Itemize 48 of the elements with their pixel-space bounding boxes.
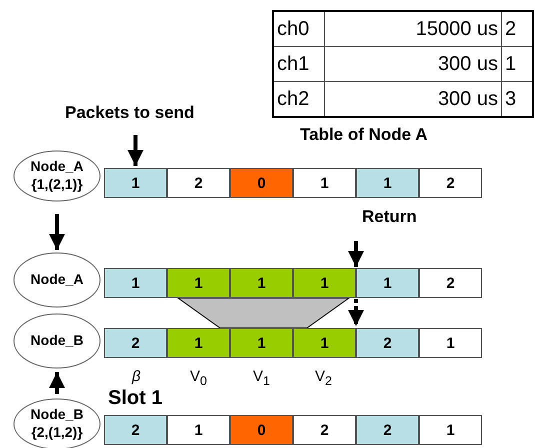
slot-cell: 2 xyxy=(356,328,419,358)
annotation-text: Return xyxy=(362,207,442,231)
slot-cell: 1 xyxy=(230,268,293,298)
symbol-label: V$_{2}$ xyxy=(315,368,332,388)
slot-cell: 1 xyxy=(293,168,356,198)
arrow xyxy=(128,135,144,166)
symbol-label: V$_{0}$ xyxy=(190,368,207,388)
table-cell: 300 us xyxy=(324,46,502,82)
arrow xyxy=(348,241,364,267)
arrow xyxy=(49,214,65,250)
node-name: Node_A xyxy=(30,158,84,174)
slot-cell: 0 xyxy=(230,415,293,445)
slot-cell: 1 xyxy=(167,415,230,445)
slot-cell: 1 xyxy=(167,328,230,358)
node-name: Node_B xyxy=(30,406,84,422)
slot-cell: 1 xyxy=(230,328,293,358)
slot-cell: 2 xyxy=(356,415,419,445)
arrow xyxy=(49,372,65,394)
slot-label: Slot 1 xyxy=(108,387,162,410)
slot-cell: 1 xyxy=(104,168,167,198)
slot-cell: 1 xyxy=(293,328,356,358)
slot-cell: 2 xyxy=(419,268,482,298)
slot-cell: 2 xyxy=(104,415,167,445)
table-caption: Table of Node A xyxy=(300,125,428,145)
table-cell: ch0 xyxy=(273,11,324,46)
slot-cell: 2 xyxy=(293,415,356,445)
slot-cell: 1 xyxy=(419,328,482,358)
slot-cell: 1 xyxy=(104,268,167,298)
slot-cell: 1 xyxy=(356,268,419,298)
slot-cell: 2 xyxy=(419,168,482,198)
node-schedule: {1,(2,1)} xyxy=(30,176,84,192)
symbol-label: V$_{1}$ xyxy=(253,368,270,388)
mapping-trapezoid xyxy=(176,298,351,328)
slot-cell: 1 xyxy=(293,268,356,298)
table-cell: 15000 us xyxy=(324,11,502,46)
node-name: Node_B xyxy=(30,332,84,348)
annotation-text: Packets to send xyxy=(65,103,225,127)
slot-cell: 1 xyxy=(167,268,230,298)
node-name: Node_A xyxy=(30,271,84,287)
slot-cell: 2 xyxy=(167,168,230,198)
slot-cell: 0 xyxy=(230,168,293,198)
symbol-label: β xyxy=(132,368,141,385)
table-cell: ch1 xyxy=(273,46,324,82)
slot-cell: 1 xyxy=(356,168,419,198)
node-schedule: {2,(1,2)} xyxy=(30,424,84,440)
arrow xyxy=(348,299,364,326)
slot-cell: 1 xyxy=(419,415,482,445)
slot-cell: 2 xyxy=(104,328,167,358)
